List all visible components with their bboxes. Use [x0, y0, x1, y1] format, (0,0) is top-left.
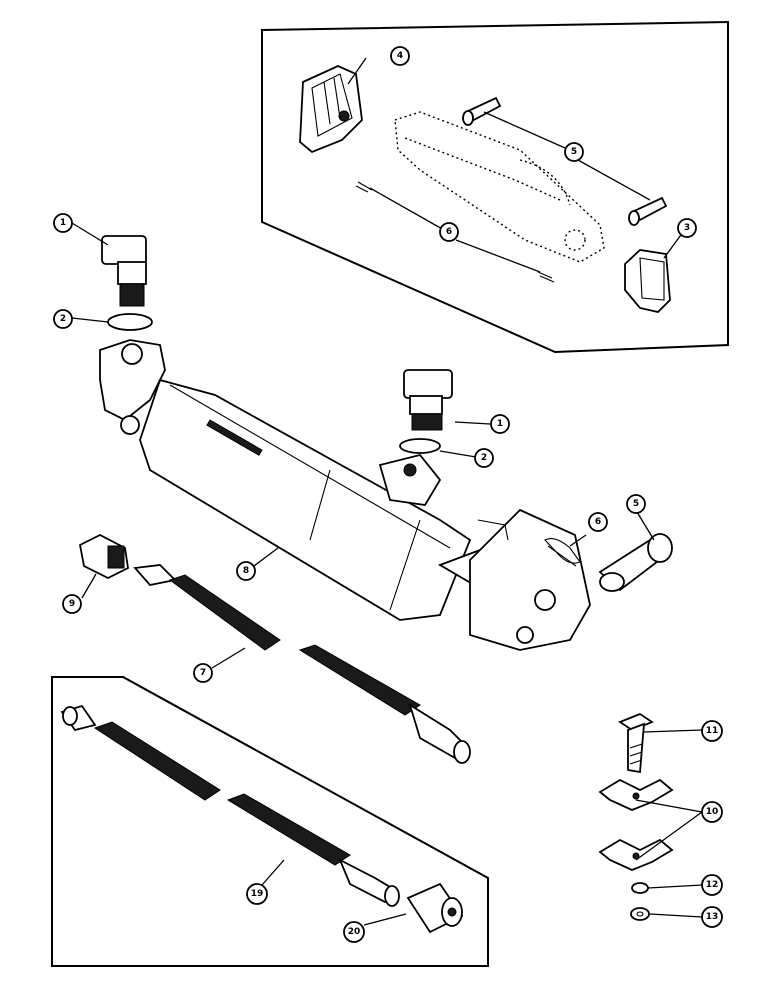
svg-text:20: 20 [348, 927, 361, 937]
callout-7: 7 [193, 663, 213, 683]
svg-text:13: 13 [706, 912, 719, 922]
svg-text:7: 7 [200, 668, 206, 678]
clamp-part-upper [598, 778, 674, 811]
callout-20: 20 [343, 921, 365, 943]
callout-12: 12 [701, 874, 723, 896]
callout-2-left: 2 [53, 309, 73, 329]
anchor-bracket-part [299, 65, 363, 154]
hose-part [133, 564, 471, 764]
callout-10: 10 [701, 801, 723, 823]
cylinder-ghost-outline [394, 111, 605, 263]
callout-4: 4 [390, 46, 410, 66]
washer-part [631, 882, 649, 894]
hydraulic-cylinder-part [99, 339, 591, 651]
callout-2-right: 2 [474, 448, 494, 468]
bolt-part [618, 712, 654, 774]
svg-text:4: 4 [397, 51, 403, 61]
elbow-fitting-part-right [403, 369, 453, 431]
svg-text:3: 3 [684, 223, 690, 233]
svg-text:11: 11 [706, 726, 719, 736]
leader-lines [71, 57, 703, 926]
callout-11: 11 [701, 720, 723, 742]
callout-5-inset: 5 [564, 142, 584, 162]
pin-part-upper [462, 96, 502, 126]
nut-part [630, 907, 650, 921]
svg-text:10: 10 [706, 807, 719, 817]
clevis-pin-part-right [598, 533, 673, 592]
bottom-inset-frame [51, 676, 489, 967]
callout-5-right: 5 [626, 494, 646, 514]
svg-text:8: 8 [243, 566, 249, 576]
coupling-part [406, 882, 464, 934]
adapter-part [78, 533, 129, 580]
plate-part [624, 249, 671, 313]
cotter-pin-part-lower [537, 271, 555, 283]
svg-text:19: 19 [251, 889, 264, 899]
svg-text:5: 5 [633, 499, 639, 509]
callout-3: 3 [677, 218, 697, 238]
pin-part-lower [628, 196, 668, 226]
svg-text:2: 2 [60, 314, 66, 324]
callout-6-right: 6 [588, 512, 608, 532]
callout-6-inset: 6 [439, 222, 459, 242]
callout-13: 13 [701, 906, 723, 928]
svg-text:12: 12 [706, 880, 719, 890]
callout-1-right: 1 [490, 414, 510, 434]
svg-text:2: 2 [481, 453, 487, 463]
o-ring-part-left [107, 313, 153, 331]
svg-text:5: 5 [571, 147, 577, 157]
cotter-pin-part-upper [355, 181, 373, 193]
clamp-part-lower [598, 838, 674, 871]
callout-1-left: 1 [53, 213, 73, 233]
callout-19: 19 [246, 883, 268, 905]
callout-9: 9 [62, 594, 82, 614]
o-ring-part-right [399, 438, 441, 454]
svg-text:1: 1 [60, 218, 66, 228]
svg-text:1: 1 [497, 419, 503, 429]
svg-text:6: 6 [446, 227, 452, 237]
hose-part-inset [60, 704, 400, 907]
svg-text:9: 9 [69, 599, 75, 609]
svg-text:6: 6 [595, 517, 601, 527]
callout-8: 8 [236, 561, 256, 581]
elbow-fitting-part-left [101, 235, 147, 307]
top-inset-frame [261, 20, 729, 354]
cotter-pin-part-right [544, 538, 581, 567]
